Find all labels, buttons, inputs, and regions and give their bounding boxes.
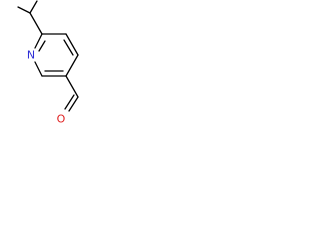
bond-ring-c4-to-c3	[65, 54, 79, 77]
bond-ring-to-carbonyl-carbon	[65, 75, 79, 98]
atom-label-nitrogen: N	[27, 49, 35, 62]
atom-label-oxygen: O	[57, 113, 66, 126]
bond-ring-c6-to-n1	[34, 33, 43, 49]
bond-ring-c6-to-n1-inner	[38, 40, 46, 52]
bond-ring-c5-to-c4	[65, 33, 79, 56]
bond-ring-c2-to-n1	[34, 61, 43, 77]
bond-carbonyl-double-outer	[68, 96, 79, 112]
bond-isopropyl-ch-to-methyl-left	[17, 6, 31, 14]
bond-carbonyl-double-inner	[64, 94, 75, 110]
molecule-structure: N O	[17, 0, 79, 126]
bond-isopropyl-ch-to-methyl-top	[29, 0, 38, 14]
bond-isopropyl-ch-to-ring	[29, 12, 43, 35]
bond-ring-c5-to-c4-inner	[63, 39, 74, 56]
